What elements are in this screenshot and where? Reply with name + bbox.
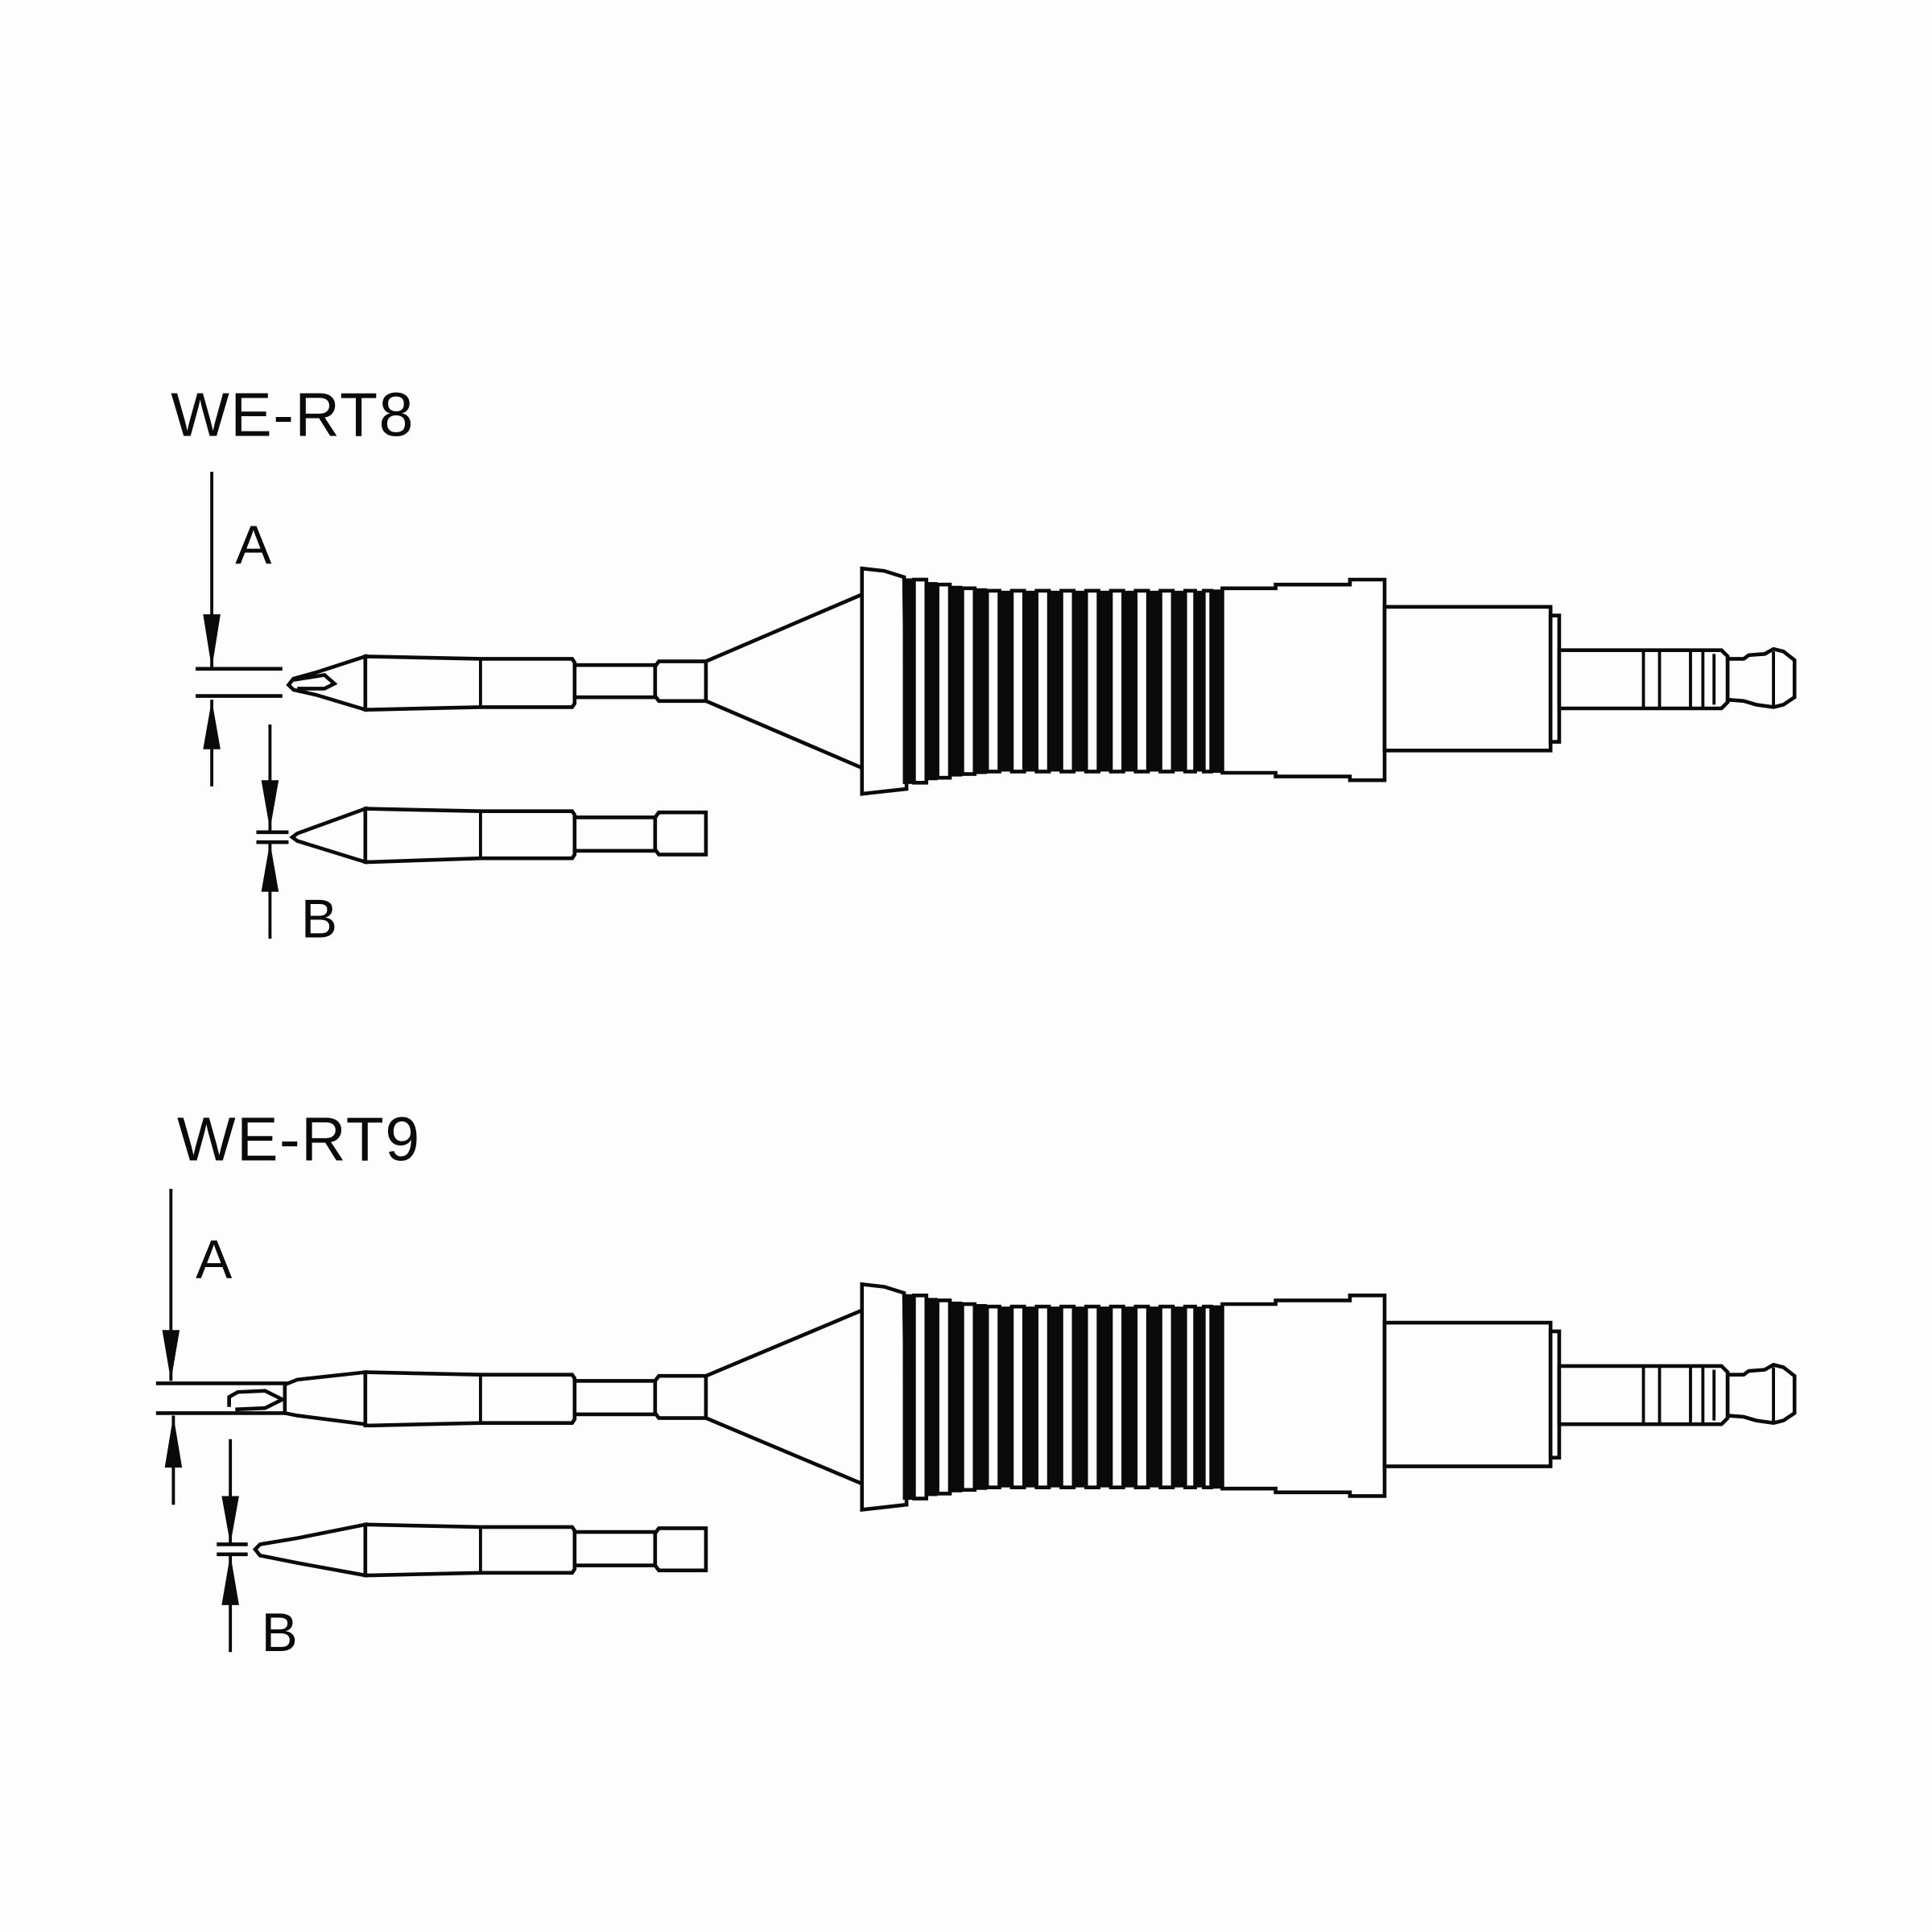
handle-rt8 — [862, 568, 1794, 794]
dimension-a: A — [196, 472, 283, 786]
dimension-b-label: B — [301, 890, 337, 950]
tool-title: WE-RT9 — [177, 1105, 421, 1174]
dimension-a-label: A — [196, 1230, 233, 1290]
tip-side-view — [286, 592, 863, 770]
handle-rt9 — [862, 1284, 1794, 1509]
tip-side-view — [227, 1308, 863, 1486]
dimension-b-label: B — [262, 1603, 298, 1663]
dimension-b: B — [256, 724, 337, 950]
tool-rt9: WE-RT9 A — [155, 1105, 1794, 1663]
tool-rt8: WE-RT8 A — [171, 381, 1794, 950]
dimension-a: A — [155, 1188, 298, 1505]
tip-top-view — [289, 806, 708, 865]
tip-top-view — [252, 1522, 708, 1578]
dimension-b: B — [217, 1439, 298, 1663]
dimension-a-label: A — [235, 515, 272, 576]
tool-title: WE-RT8 — [171, 381, 415, 450]
